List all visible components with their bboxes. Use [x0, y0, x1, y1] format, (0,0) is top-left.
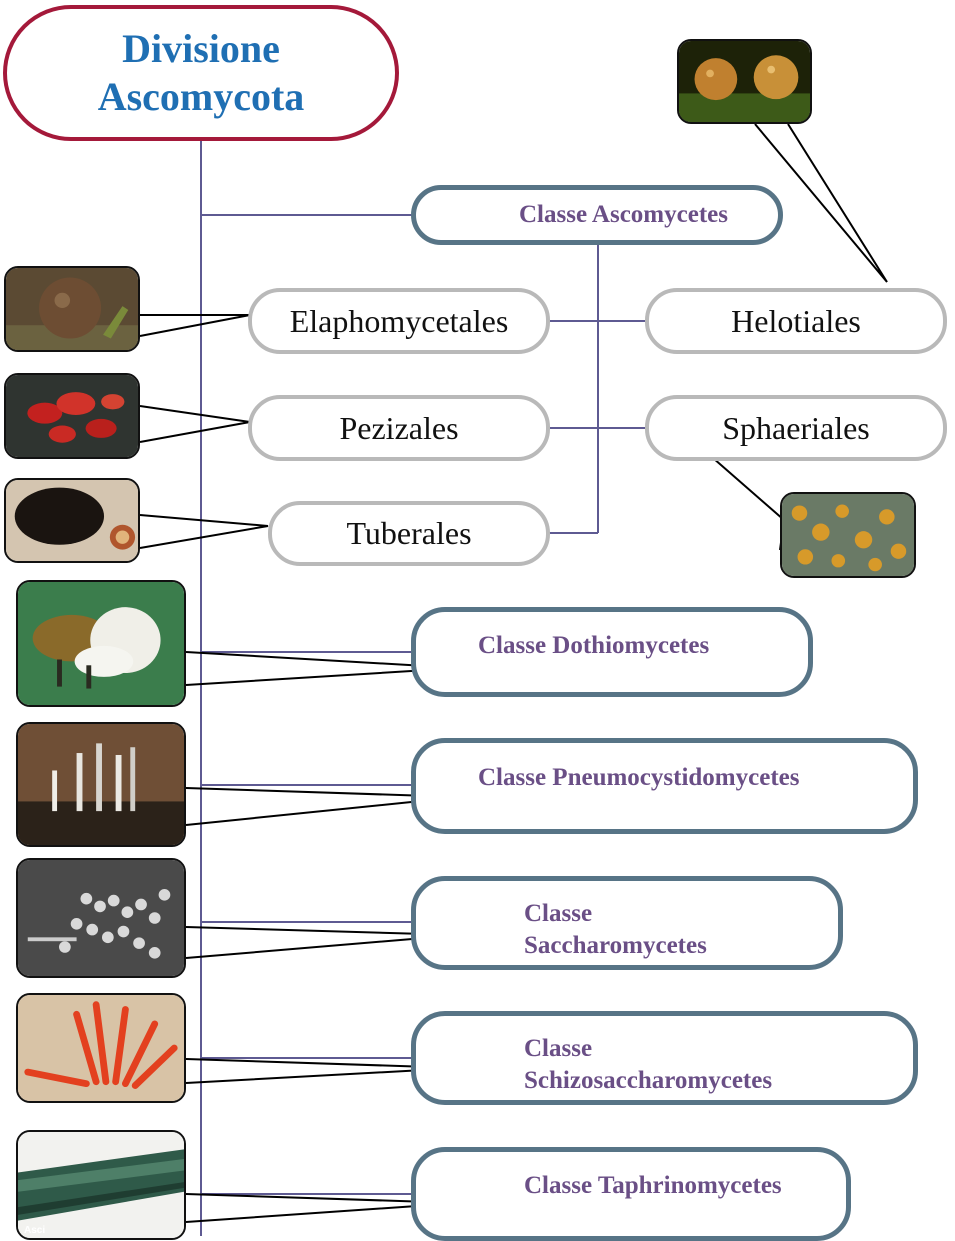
classe-saccharomycetes-label-1: Classe [524, 898, 707, 930]
division-ascomycota-node: Divisione Ascomycota [3, 5, 399, 141]
sphaeriales-lichen-photo [780, 492, 916, 578]
dothiomycetes-fungus-photo [16, 580, 186, 707]
division-label: Divisione [122, 26, 280, 71]
classe-ascomycetes-label: Classe Ascomycetes [519, 199, 728, 231]
helotiales-fungus-photo [677, 39, 812, 124]
order-tuberales-node: Tuberales [268, 501, 550, 566]
classe-dothiomycetes-node: Classe Dothiomycetes [411, 607, 813, 697]
taphrinomycetes-microscopy-photo: Asci [16, 1130, 186, 1240]
classe-pneumocystidomycetes-node: Classe Pneumocystidomycetes [411, 738, 918, 834]
order-pezizales-label: Pezizales [339, 410, 458, 447]
elaphomycetales-fungus-photo [4, 266, 140, 352]
order-sphaeriales-node: Sphaeriales [645, 395, 947, 461]
order-pezizales-node: Pezizales [248, 395, 550, 461]
order-sphaeriales-label: Sphaeriales [722, 410, 870, 447]
order-elaphomycetales-node: Elaphomycetales [248, 288, 550, 354]
pezizales-fungus-photo [4, 373, 140, 459]
division-name: Ascomycota [98, 74, 305, 119]
saccharomycetes-yeast-photo [16, 858, 186, 978]
classe-saccharomycetes-node: Classe Saccharomycetes [411, 876, 843, 970]
classe-ascomycetes-node: Classe Ascomycetes [411, 185, 783, 245]
order-helotiales-label: Helotiales [731, 303, 861, 340]
classe-dothiomycetes-label: Classe Dothiomycetes [478, 630, 709, 662]
tuberales-truffle-photo [4, 478, 140, 563]
classe-taphrinomycetes-label: Classe Taphrinomycetes [524, 1170, 782, 1202]
classe-taphrinomycetes-node: Classe Taphrinomycetes [411, 1147, 851, 1241]
classe-schizosaccharomycetes-label-2: Schizosaccharomycetes [524, 1065, 772, 1097]
asci-caption: Asci [24, 1225, 45, 1236]
classe-schizosaccharomycetes-node: Classe Schizosaccharomycetes [411, 1011, 918, 1105]
order-elaphomycetales-label: Elaphomycetales [290, 303, 509, 340]
pneumocystidomycetes-fungus-photo [16, 722, 186, 847]
classe-pneumocystidomycetes-label: Classe Pneumocystidomycetes [478, 762, 799, 794]
classe-saccharomycetes-label-2: Saccharomycetes [524, 930, 707, 962]
classe-schizosaccharomycetes-label-1: Classe [524, 1033, 772, 1065]
order-tuberales-label: Tuberales [346, 515, 471, 552]
order-helotiales-node: Helotiales [645, 288, 947, 354]
schizosaccharomycetes-microscopy-photo [16, 993, 186, 1103]
